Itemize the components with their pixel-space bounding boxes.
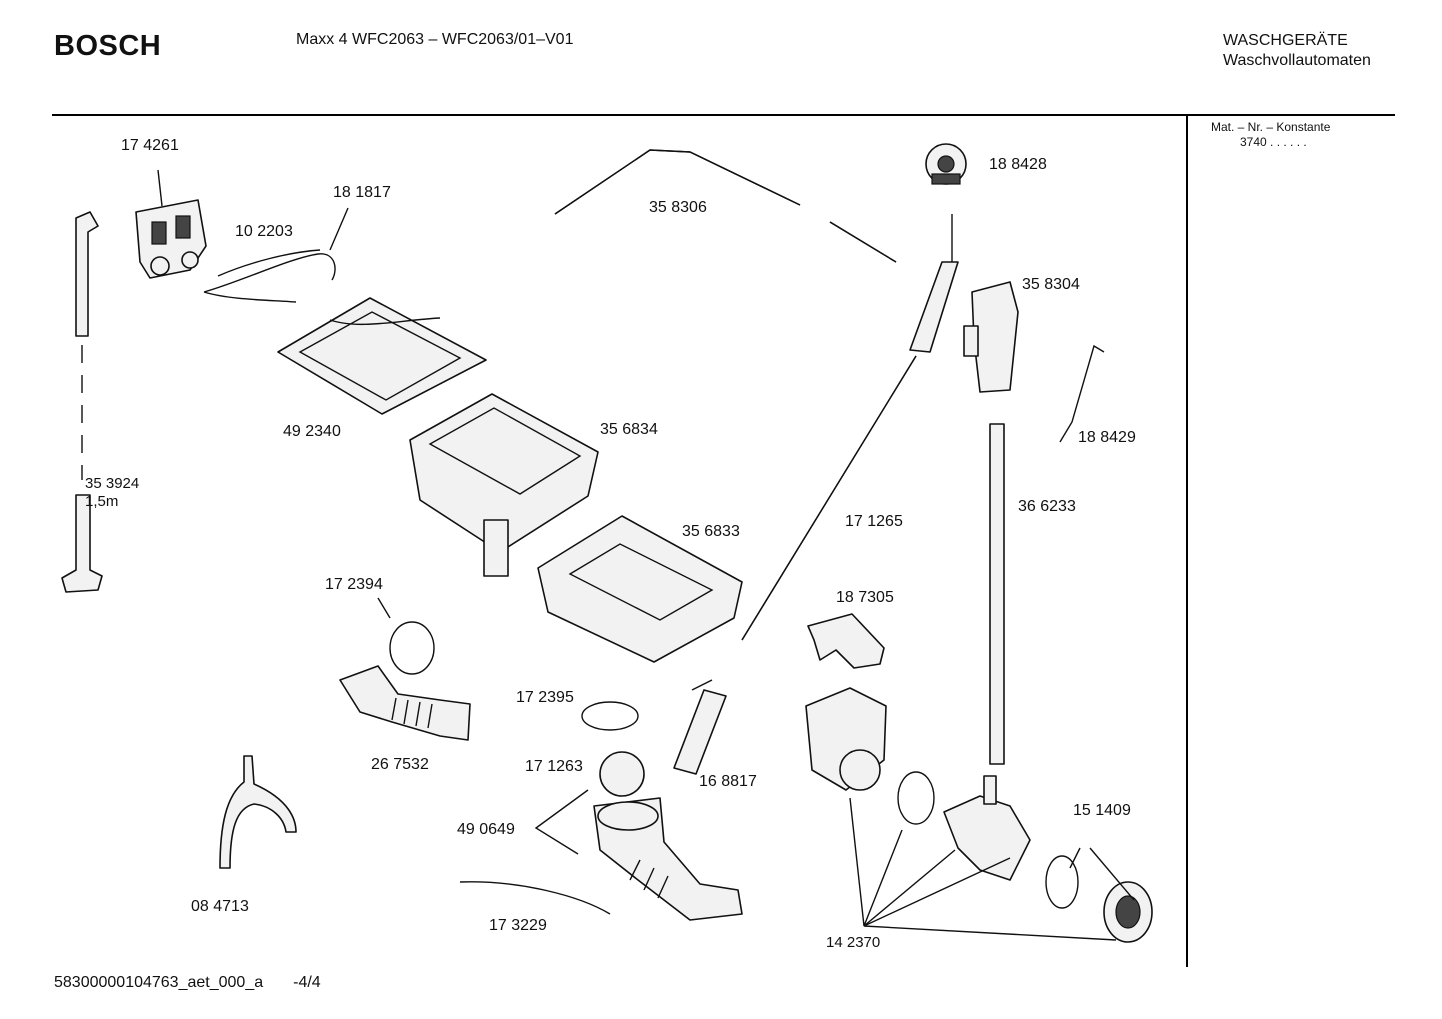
category-title: WASCHGERÄTE Waschvollautomaten — [1223, 31, 1371, 71]
document-id: 58300000104763_aet_000_a — [54, 974, 264, 991]
ball-drawing — [599, 751, 645, 797]
part-label: 17 2394 — [325, 576, 383, 593]
sump-drawing — [534, 789, 743, 921]
material-constant-box: Mat. – Nr. – Konstante 3740 . . . . . . — [1211, 120, 1330, 150]
part-label: 49 0649 — [457, 821, 515, 838]
part-label: 17 1263 — [525, 758, 583, 775]
footer: 58300000104763_aet_000_a -4/4 — [54, 974, 321, 992]
part-label: 18 7305 — [836, 589, 894, 606]
material-constant-heading: Mat. – Nr. – Konstante — [1211, 120, 1331, 134]
part-label: 08 4713 — [191, 898, 249, 915]
part-label: 35 8306 — [649, 199, 707, 216]
short-hose-drawing — [459, 881, 611, 915]
part-label: 18 8428 — [989, 156, 1047, 173]
dispenser-cover-drawing — [277, 297, 487, 415]
material-constant-value: 3740 . . . . . . — [1240, 135, 1307, 149]
pressure-tube-drawing — [741, 214, 959, 641]
category-line-1: WASCHGERÄTE — [1223, 32, 1348, 49]
part-label: 15 1409 — [1073, 802, 1131, 819]
bellows-hose-drawing — [339, 665, 471, 741]
part-label: 36 6233 — [1018, 498, 1076, 515]
page-number: -4/4 — [293, 974, 321, 991]
header-divider — [52, 114, 1395, 116]
seal-ring-17-2394-drawing — [377, 597, 435, 675]
part-length-label: 1,5m — [85, 493, 118, 510]
model-title: Maxx 4 WFC2063 – WFC2063/01–V01 — [296, 31, 574, 48]
part-label: 35 6834 — [600, 421, 658, 438]
part-label: 35 6833 — [682, 523, 740, 540]
pump-cover-drawing — [807, 613, 885, 669]
pressure-switch-drawing — [925, 143, 967, 185]
long-hose-drawing — [554, 149, 897, 263]
hose-bracket-drawing — [219, 755, 297, 869]
part-label: 26 7532 — [371, 756, 429, 773]
inlet-hose-drawing — [61, 211, 103, 593]
part-label: 35 3924 — [85, 475, 139, 492]
air-trap-drawing — [963, 281, 1019, 393]
part-label: 18 8429 — [1078, 429, 1136, 446]
detergent-drawer-drawing — [537, 515, 743, 663]
drain-hose-drawing — [989, 423, 1005, 765]
part-label: 49 2340 — [283, 423, 341, 440]
drain-pump-drawing — [805, 687, 1153, 943]
inlet-valve-drawing — [135, 169, 207, 279]
part-label: 16 8817 — [699, 773, 757, 790]
sidebar-divider — [1186, 116, 1188, 967]
part-label: 17 3229 — [489, 917, 547, 934]
part-label: 18 1817 — [333, 184, 391, 201]
brand-logo: BOSCH — [54, 30, 162, 62]
drawer-housing-drawing — [409, 393, 599, 577]
link-rod-drawing — [1059, 344, 1105, 443]
part-label: 17 2395 — [516, 689, 574, 706]
small-hoses-drawing — [203, 207, 349, 303]
part-label: 35 8304 — [1022, 276, 1080, 293]
seal-ring-17-2395-drawing — [581, 701, 639, 731]
part-label: 10 2203 — [235, 223, 293, 240]
part-label: 14 2370 — [826, 934, 880, 951]
sensor-drawing — [673, 679, 727, 775]
category-line-2: Waschvollautomaten — [1223, 52, 1371, 69]
part-label: 17 4261 — [121, 137, 179, 154]
part-label: 17 1265 — [845, 513, 903, 530]
